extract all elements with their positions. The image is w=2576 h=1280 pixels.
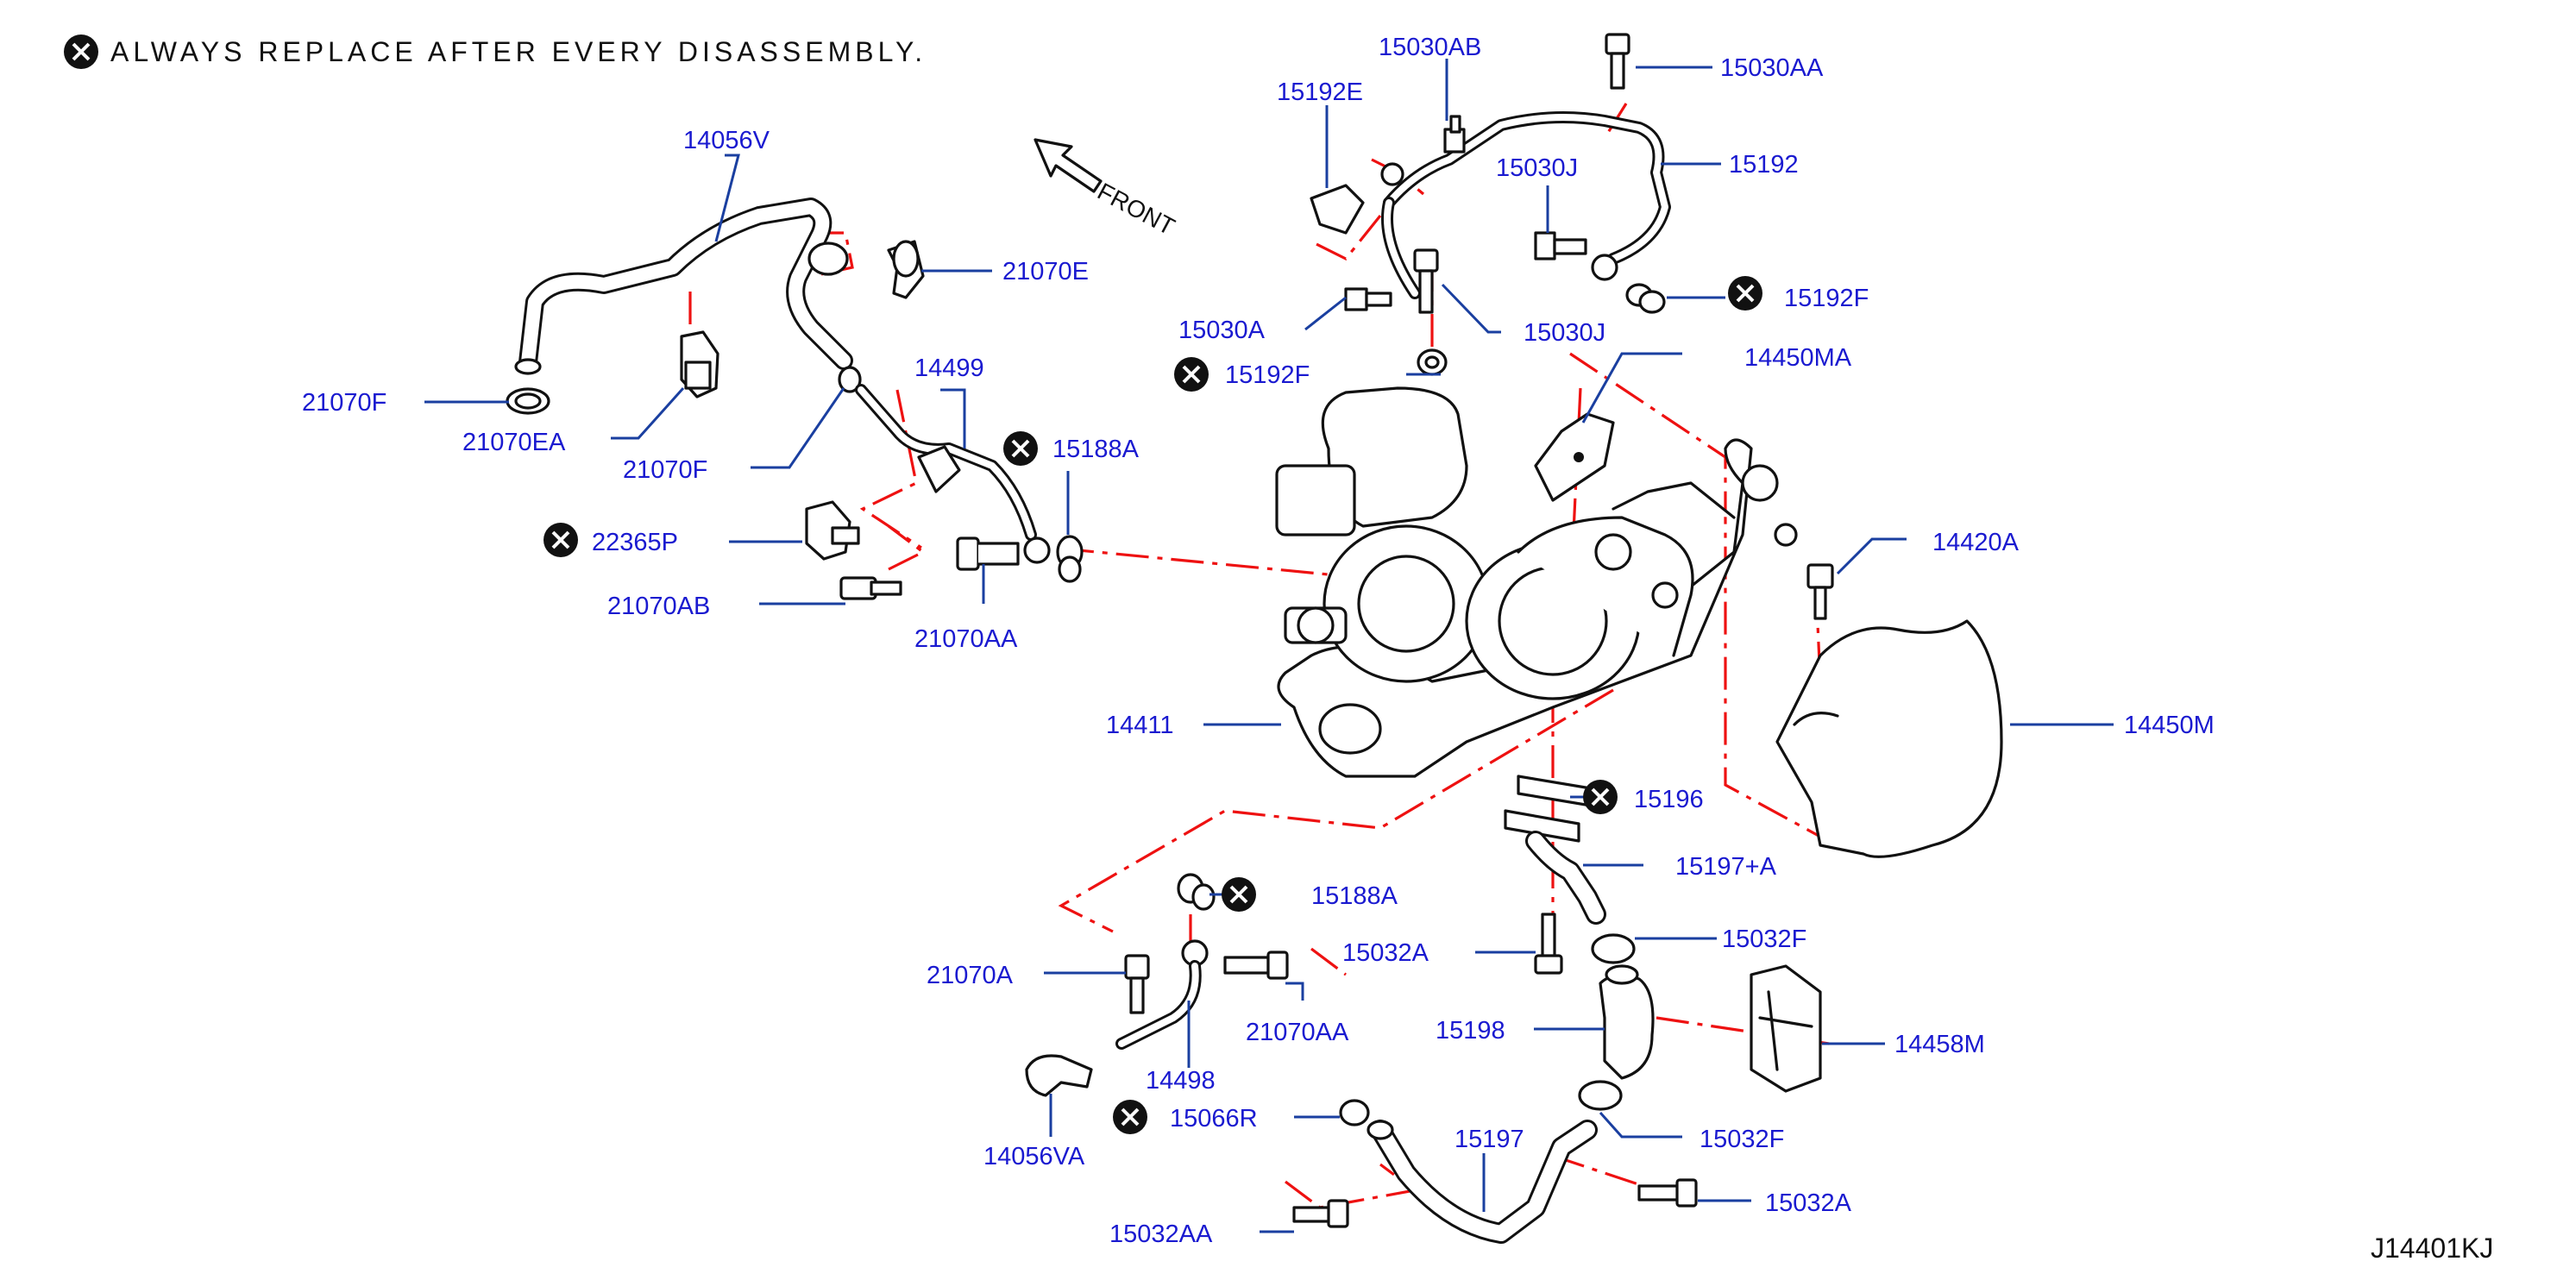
circled-x-icon	[1583, 780, 1618, 814]
tube-14498	[1115, 939, 1209, 1050]
callout-21070E: 21070E	[1002, 258, 1089, 285]
callout-15196: 15196	[1634, 786, 1704, 813]
callout-15198: 15198	[1436, 1017, 1505, 1045]
tube-15197A	[1504, 809, 1606, 925]
clamp-15032F-top	[1591, 933, 1636, 964]
hose-14056V	[514, 198, 853, 375]
clip-21070F-left	[506, 387, 550, 415]
callout-21070F-2: 21070F	[623, 456, 707, 484]
circled-x-icon	[1174, 357, 1209, 392]
callout-15030A-1: 15030A	[1178, 317, 1266, 344]
front-label: FRONT	[1093, 178, 1179, 241]
callout-14056V: 14056V	[683, 127, 770, 154]
gasket-15188A-top	[1056, 535, 1084, 583]
callout-14420A: 14420A	[1932, 529, 2020, 556]
circled-x-icon	[1113, 1100, 1147, 1134]
hose-15198	[1599, 964, 1655, 1080]
callout-21070F-1: 21070F	[302, 389, 386, 417]
bracket-15192E	[1310, 184, 1365, 235]
tube-15192	[1380, 111, 1671, 299]
hose-14056VA	[1025, 1054, 1093, 1097]
callout-15032A-1: 15032A	[1342, 939, 1429, 967]
callout-labels: 15030AB 15030AA 15192E 15192 15030J 1519…	[302, 34, 2215, 1248]
callout-15030J-1: 15030J	[1496, 154, 1578, 182]
circled-x-icon	[64, 35, 98, 69]
bolt-15032AA	[1292, 1199, 1349, 1228]
callout-15192E: 15192E	[1277, 78, 1363, 106]
clamp-15032F-low	[1578, 1080, 1623, 1111]
bolt-15030J-top	[1534, 231, 1587, 260]
hollow-arrow-icon	[1034, 138, 1103, 193]
callout-14499: 14499	[914, 355, 984, 382]
replace-markers	[543, 276, 1762, 1134]
callout-14458M: 14458M	[1894, 1031, 1985, 1058]
circled-x-icon	[543, 523, 578, 557]
callout-15032F-1: 15032F	[1722, 925, 1806, 953]
callout-15066R: 15066R	[1170, 1105, 1258, 1133]
callout-15032AA: 15032AA	[1109, 1220, 1213, 1248]
bolt-15030AB	[1443, 115, 1466, 154]
drawing-code: J14401KJ	[2371, 1233, 2493, 1264]
callout-15188A-2: 15188A	[1311, 882, 1398, 910]
callout-15030AB: 15030AB	[1379, 34, 1481, 61]
bolt-15030AA	[1605, 33, 1630, 90]
circled-x-icon	[1003, 431, 1038, 466]
replace-note: ALWAYS REPLACE AFTER EVERY DISASSEMBLY.	[64, 35, 927, 69]
callout-15197A: 15197+A	[1675, 853, 1777, 881]
washer-15192F-top	[1625, 283, 1666, 314]
bolt-15030A-top	[1344, 287, 1392, 311]
callout-14498: 14498	[1146, 1067, 1216, 1095]
callout-21070A: 21070A	[927, 962, 1014, 989]
heatshield-14450MA	[1534, 412, 1615, 502]
front-indicator: FRONT	[1034, 138, 1179, 241]
bolt-15030J-mid	[1413, 248, 1439, 314]
clip-21070EA	[680, 330, 719, 398]
callout-14450M: 14450M	[2124, 712, 2215, 739]
callout-21070EA: 21070EA	[462, 429, 566, 456]
gasket-15188A-low	[1177, 873, 1216, 911]
clip-21070E	[887, 240, 925, 299]
oring-15066R	[1339, 1099, 1370, 1126]
callout-15192F-2: 15192F	[1225, 361, 1310, 389]
callout-22365P: 22365P	[592, 529, 678, 556]
replace-note-text: ALWAYS REPLACE AFTER EVERY DISASSEMBLY.	[110, 36, 927, 67]
bolt-21070AA-top	[956, 536, 1020, 571]
turbocharger-14411	[1275, 386, 1798, 778]
callout-15030AA: 15030AA	[1720, 54, 1824, 82]
callout-14056VA: 14056VA	[983, 1143, 1085, 1170]
heatshield-14450M	[1775, 619, 2003, 858]
callout-15197: 15197	[1454, 1126, 1524, 1153]
callout-21070AA-2: 21070AA	[1246, 1019, 1349, 1046]
callout-15192F-1: 15192F	[1784, 285, 1869, 312]
bolt-21070A	[1124, 954, 1150, 1014]
clip-21070F-mid	[838, 366, 862, 393]
callout-14450MA: 14450MA	[1744, 344, 1852, 372]
tube-15197	[1367, 1120, 1598, 1244]
tube-14499	[855, 384, 1051, 564]
bolt-15032A-low	[1637, 1178, 1698, 1208]
bolt-15032A-mid	[1534, 913, 1563, 975]
callout-14411: 14411	[1106, 712, 1174, 739]
bolt-14420A	[1806, 563, 1834, 620]
callout-15032A-2: 15032A	[1765, 1189, 1852, 1217]
callout-15032F-2: 15032F	[1700, 1126, 1784, 1153]
callout-15030J-2: 15030J	[1524, 319, 1605, 347]
callout-15192: 15192	[1729, 151, 1799, 179]
callout-21070AA-1: 21070AA	[914, 625, 1018, 653]
sensor-22365P	[805, 500, 860, 561]
bolt-21070AB	[839, 576, 902, 600]
bolt-21070AA-low	[1223, 951, 1289, 980]
circled-x-icon	[1222, 877, 1256, 912]
insulator-14458M	[1750, 964, 1822, 1093]
circled-x-icon	[1728, 276, 1762, 311]
leader-lines	[424, 59, 2114, 1233]
washer-15192F-mid	[1417, 348, 1448, 376]
callout-15188A-1: 15188A	[1052, 436, 1140, 463]
callout-21070AB: 21070AB	[607, 593, 710, 620]
